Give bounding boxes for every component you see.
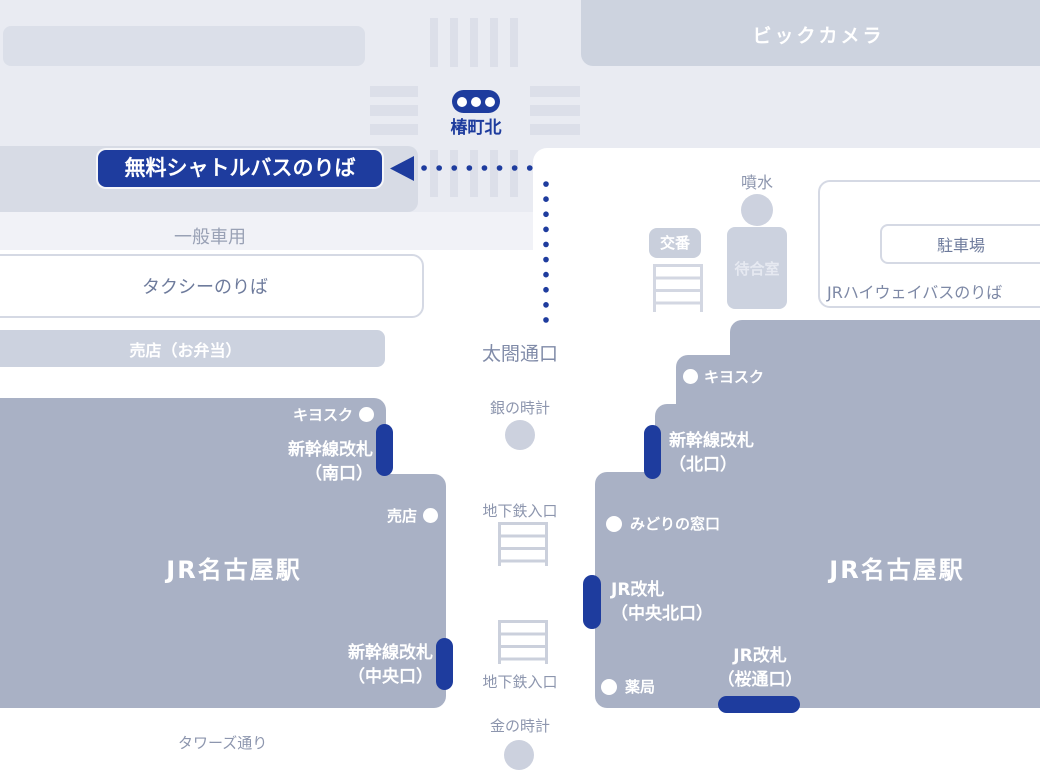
taxi-stand-label: タクシーのりば [142, 277, 268, 298]
fountain-icon [741, 194, 773, 226]
highway-bus-label: JRハイウェイバスのりば [827, 283, 1003, 302]
subway-lower-stairs-icon [498, 620, 548, 664]
left-kiosk-marker: キヨスク [180, 404, 374, 425]
police-box-stairs-icon [653, 264, 703, 312]
right-building-name: JR名古屋駅 [829, 556, 965, 584]
jr-central-north-gate-icon [583, 575, 601, 629]
general-car-label: 一般車用 [174, 227, 246, 248]
left-shop-label: 売店 [386, 507, 417, 525]
subway-upper-label: 地下鉄入口 [482, 502, 558, 520]
jr-central-north-gate-label: JR改札 （中央北口） [611, 580, 713, 624]
police-box-block: 交番 [649, 228, 701, 258]
shuttle-route-path [390, 156, 549, 323]
parking-box: 駐車場 [880, 224, 1040, 264]
taiko-exit-label: 太閤通口 [481, 343, 558, 365]
towers-street-label: タワーズ通り [178, 734, 268, 752]
shinkansen-south-gate-icon [376, 424, 393, 476]
silver-clock-label: 銀の時計 [489, 399, 550, 417]
intersection-label: 椿町北 [450, 118, 502, 138]
left-kiosk-label: キヨスク [292, 406, 353, 424]
crosswalk-east-icon [530, 86, 580, 135]
left-building-lower [0, 474, 446, 708]
right-building-step4 [595, 472, 1040, 708]
fountain-label: 噴水 [740, 173, 773, 192]
midori-window-marker: みどりの窓口 [606, 513, 806, 534]
shop-bento-label: 売店（お弁当） [129, 340, 242, 360]
shuttle-bus-stop-label: 無料シャトルバスのりば [98, 150, 382, 187]
shinkansen-central-gate-label: 新幹線改札 （中央口） [348, 643, 433, 687]
traffic-light-icon [452, 90, 500, 113]
left-shop-marker: 売店 [280, 505, 438, 526]
taxi-stand-box: タクシーのりば [0, 254, 424, 318]
crosswalk-south-icon [430, 150, 518, 197]
shinkansen-central-gate-icon [436, 638, 453, 690]
gold-clock-label: 金の時計 [489, 717, 550, 735]
bic-camera-label: ビックカメラ [752, 25, 885, 47]
gold-clock-icon [504, 740, 534, 770]
jr-sakura-gate-label: JR改札 （桜通口） [717, 646, 803, 690]
marker-dot-icon [601, 678, 617, 695]
marker-dot-icon [423, 508, 438, 523]
subway-upper-stairs-icon [498, 522, 548, 566]
route-arrow-icon [390, 156, 414, 181]
marker-dot-icon [683, 369, 698, 384]
midori-window-label: みどりの窓口 [630, 515, 721, 533]
marker-dot-icon [359, 407, 374, 422]
jr-sakura-gate-icon [718, 696, 800, 713]
bic-camera-building: ビックカメラ [581, 0, 1040, 66]
left-building-name: JR名古屋駅 [166, 556, 302, 584]
pharmacy-marker: 薬局 [601, 676, 741, 697]
silver-clock-icon [505, 420, 535, 450]
subway-lower-label: 地下鉄入口 [482, 673, 558, 691]
shop-bento-block: 売店（お弁当） [0, 330, 385, 367]
marker-dot-icon [606, 515, 622, 532]
police-box-label: 交番 [659, 234, 690, 252]
pharmacy-label: 薬局 [625, 678, 656, 696]
right-kiosk-label: キヨスク [704, 368, 765, 386]
general-car-band [0, 212, 533, 252]
crosswalk-west-icon [370, 86, 418, 135]
waiting-room-label: 待合室 [734, 259, 780, 278]
shinkansen-north-gate-icon [644, 425, 661, 479]
shinkansen-south-gate-label: 新幹線改札 （南口） [288, 440, 373, 484]
crosswalk-north-icon [430, 18, 518, 67]
shinkansen-north-gate-label: 新幹線改札 （北口） [669, 431, 754, 475]
right-kiosk-marker: キヨスク [683, 366, 843, 387]
parking-label: 駐車場 [936, 236, 985, 255]
waiting-room-block: 待合室 [727, 227, 787, 309]
top-left-block [3, 26, 365, 66]
